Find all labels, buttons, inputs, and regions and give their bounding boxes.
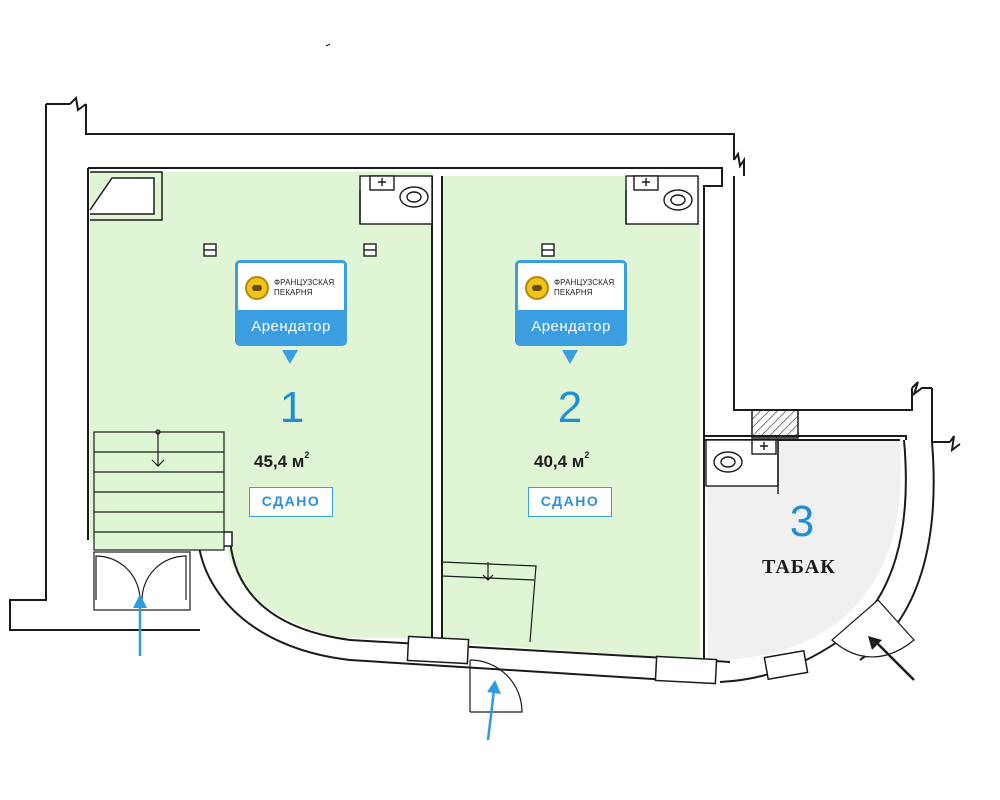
entrance-door-room-3[interactable] bbox=[831, 599, 915, 658]
tenant-card-1[interactable]: ФРАНЦУЗСКАЯ ПЕКАРНЯ Арендатор bbox=[235, 260, 347, 346]
room-number-2: 2 bbox=[557, 383, 583, 432]
status-badge-1: СДАНО bbox=[249, 487, 333, 517]
room-area-2: 40,4 м2 bbox=[534, 450, 590, 471]
room-number-3: 3 bbox=[789, 497, 815, 546]
stairs-room-2 bbox=[441, 561, 537, 643]
entrance-door-room-2[interactable] bbox=[469, 659, 523, 713]
room-3-fill[interactable] bbox=[706, 440, 901, 660]
pointer-icon bbox=[562, 350, 578, 364]
entrance-arrow-icon bbox=[868, 636, 915, 681]
tenant-label: Арендатор bbox=[518, 310, 624, 343]
bathroom-room-1 bbox=[359, 175, 433, 225]
room-2-fill[interactable] bbox=[442, 176, 700, 660]
room-number-1: 1 bbox=[279, 383, 305, 432]
walls bbox=[9, 95, 961, 683]
entrance-arrow-icon bbox=[486, 680, 501, 741]
structural-column bbox=[751, 409, 799, 439]
brand-name: ФРАНЦУЗСКАЯ ПЕКАРНЯ bbox=[554, 278, 615, 297]
bathroom-room-2 bbox=[625, 175, 699, 225]
brand-row: ФРАНЦУЗСКАЯ ПЕКАРНЯ bbox=[238, 263, 344, 313]
tenant-label: Арендатор bbox=[238, 310, 344, 343]
bakery-logo-icon bbox=[245, 276, 269, 300]
room-area-1: 45,4 м2 bbox=[254, 450, 310, 471]
entrance-arrow-icon bbox=[133, 594, 147, 656]
status-badge-2: СДАНО bbox=[528, 487, 612, 517]
bathroom-room-3 bbox=[705, 439, 779, 494]
corner-shaft bbox=[89, 171, 163, 221]
brand-row: ФРАНЦУЗСКАЯ ПЕКАРНЯ bbox=[518, 263, 624, 313]
socket-icons bbox=[203, 243, 555, 257]
plan-mark bbox=[325, 43, 331, 47]
stairs-room-1 bbox=[93, 429, 225, 551]
bakery-logo-icon bbox=[525, 276, 549, 300]
brand-name: ФРАНЦУЗСКАЯ ПЕКАРНЯ bbox=[274, 278, 335, 297]
shop-name-3: ТАБАК bbox=[762, 556, 836, 578]
tenant-card-2[interactable]: ФРАНЦУЗСКАЯ ПЕКАРНЯ Арендатор bbox=[515, 260, 627, 346]
pointer-icon bbox=[282, 350, 298, 364]
